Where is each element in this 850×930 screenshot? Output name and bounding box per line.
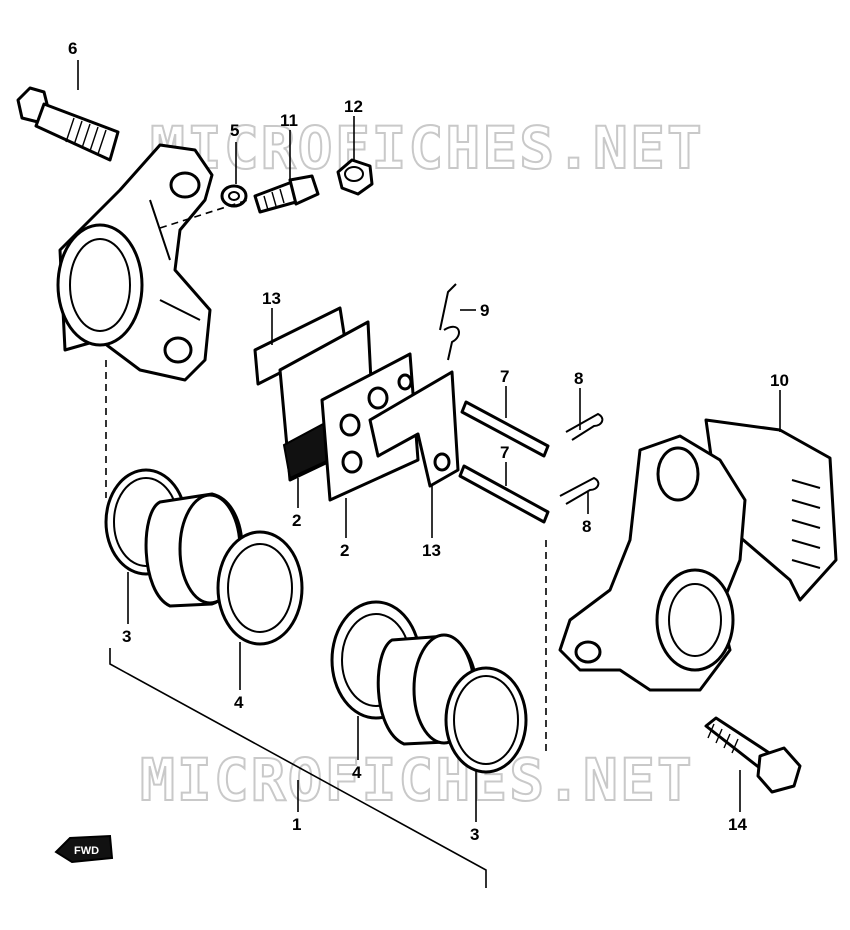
dust-seal-3-right <box>444 666 528 774</box>
washer-5 <box>220 184 248 208</box>
alignment-line-bleeder <box>159 199 249 229</box>
bolt-6 <box>16 86 120 162</box>
cap-12 <box>336 158 374 196</box>
pin-7-upper <box>460 400 550 458</box>
fwd-label: FWD <box>74 845 99 857</box>
callout-8-upper: 8 <box>574 369 583 388</box>
pin-7-lower <box>458 464 550 524</box>
callout-12: 12 <box>344 97 363 116</box>
callout-13-top: 13 <box>262 289 281 308</box>
callout-7-lower: 7 <box>500 443 509 462</box>
callout-4-right: 4 <box>352 763 362 782</box>
callout-2-rear: 2 <box>292 511 301 530</box>
leader-lines <box>77 60 781 822</box>
caliper-body-left <box>56 143 214 382</box>
bolt-14 <box>704 716 802 794</box>
callout-2-front: 2 <box>340 541 349 560</box>
callout-5: 5 <box>230 121 239 140</box>
clip-8-lower <box>559 476 600 505</box>
callout-9: 9 <box>480 301 489 320</box>
clip-8-upper <box>565 412 604 441</box>
callout-14: 14 <box>728 815 747 834</box>
callout-8-lower: 8 <box>582 517 591 536</box>
piston-seal-4-left <box>216 530 304 646</box>
watermark-top: MICROFICHES.NET <box>150 114 704 182</box>
callout-13-front: 13 <box>422 541 441 560</box>
callout-4-left: 4 <box>234 693 244 712</box>
callout-6: 6 <box>68 39 77 58</box>
callout-1: 1 <box>292 815 301 834</box>
callout-3-right: 3 <box>470 825 479 844</box>
fwd-arrow-icon: FWD <box>54 834 114 864</box>
callout-3-left: 3 <box>122 627 131 646</box>
bleeder-screw-11 <box>253 174 320 214</box>
spring-9 <box>439 283 460 361</box>
callout-10: 10 <box>770 371 789 390</box>
brake-pad-2-front <box>320 352 420 502</box>
group-1-bracket <box>109 648 487 888</box>
callout-11: 11 <box>280 111 298 130</box>
caliper-bracket-right <box>558 434 747 692</box>
shim-13-front <box>368 370 460 488</box>
watermark-bottom: MICROFICHES.NET <box>140 746 694 814</box>
callout-7-upper: 7 <box>500 367 509 386</box>
